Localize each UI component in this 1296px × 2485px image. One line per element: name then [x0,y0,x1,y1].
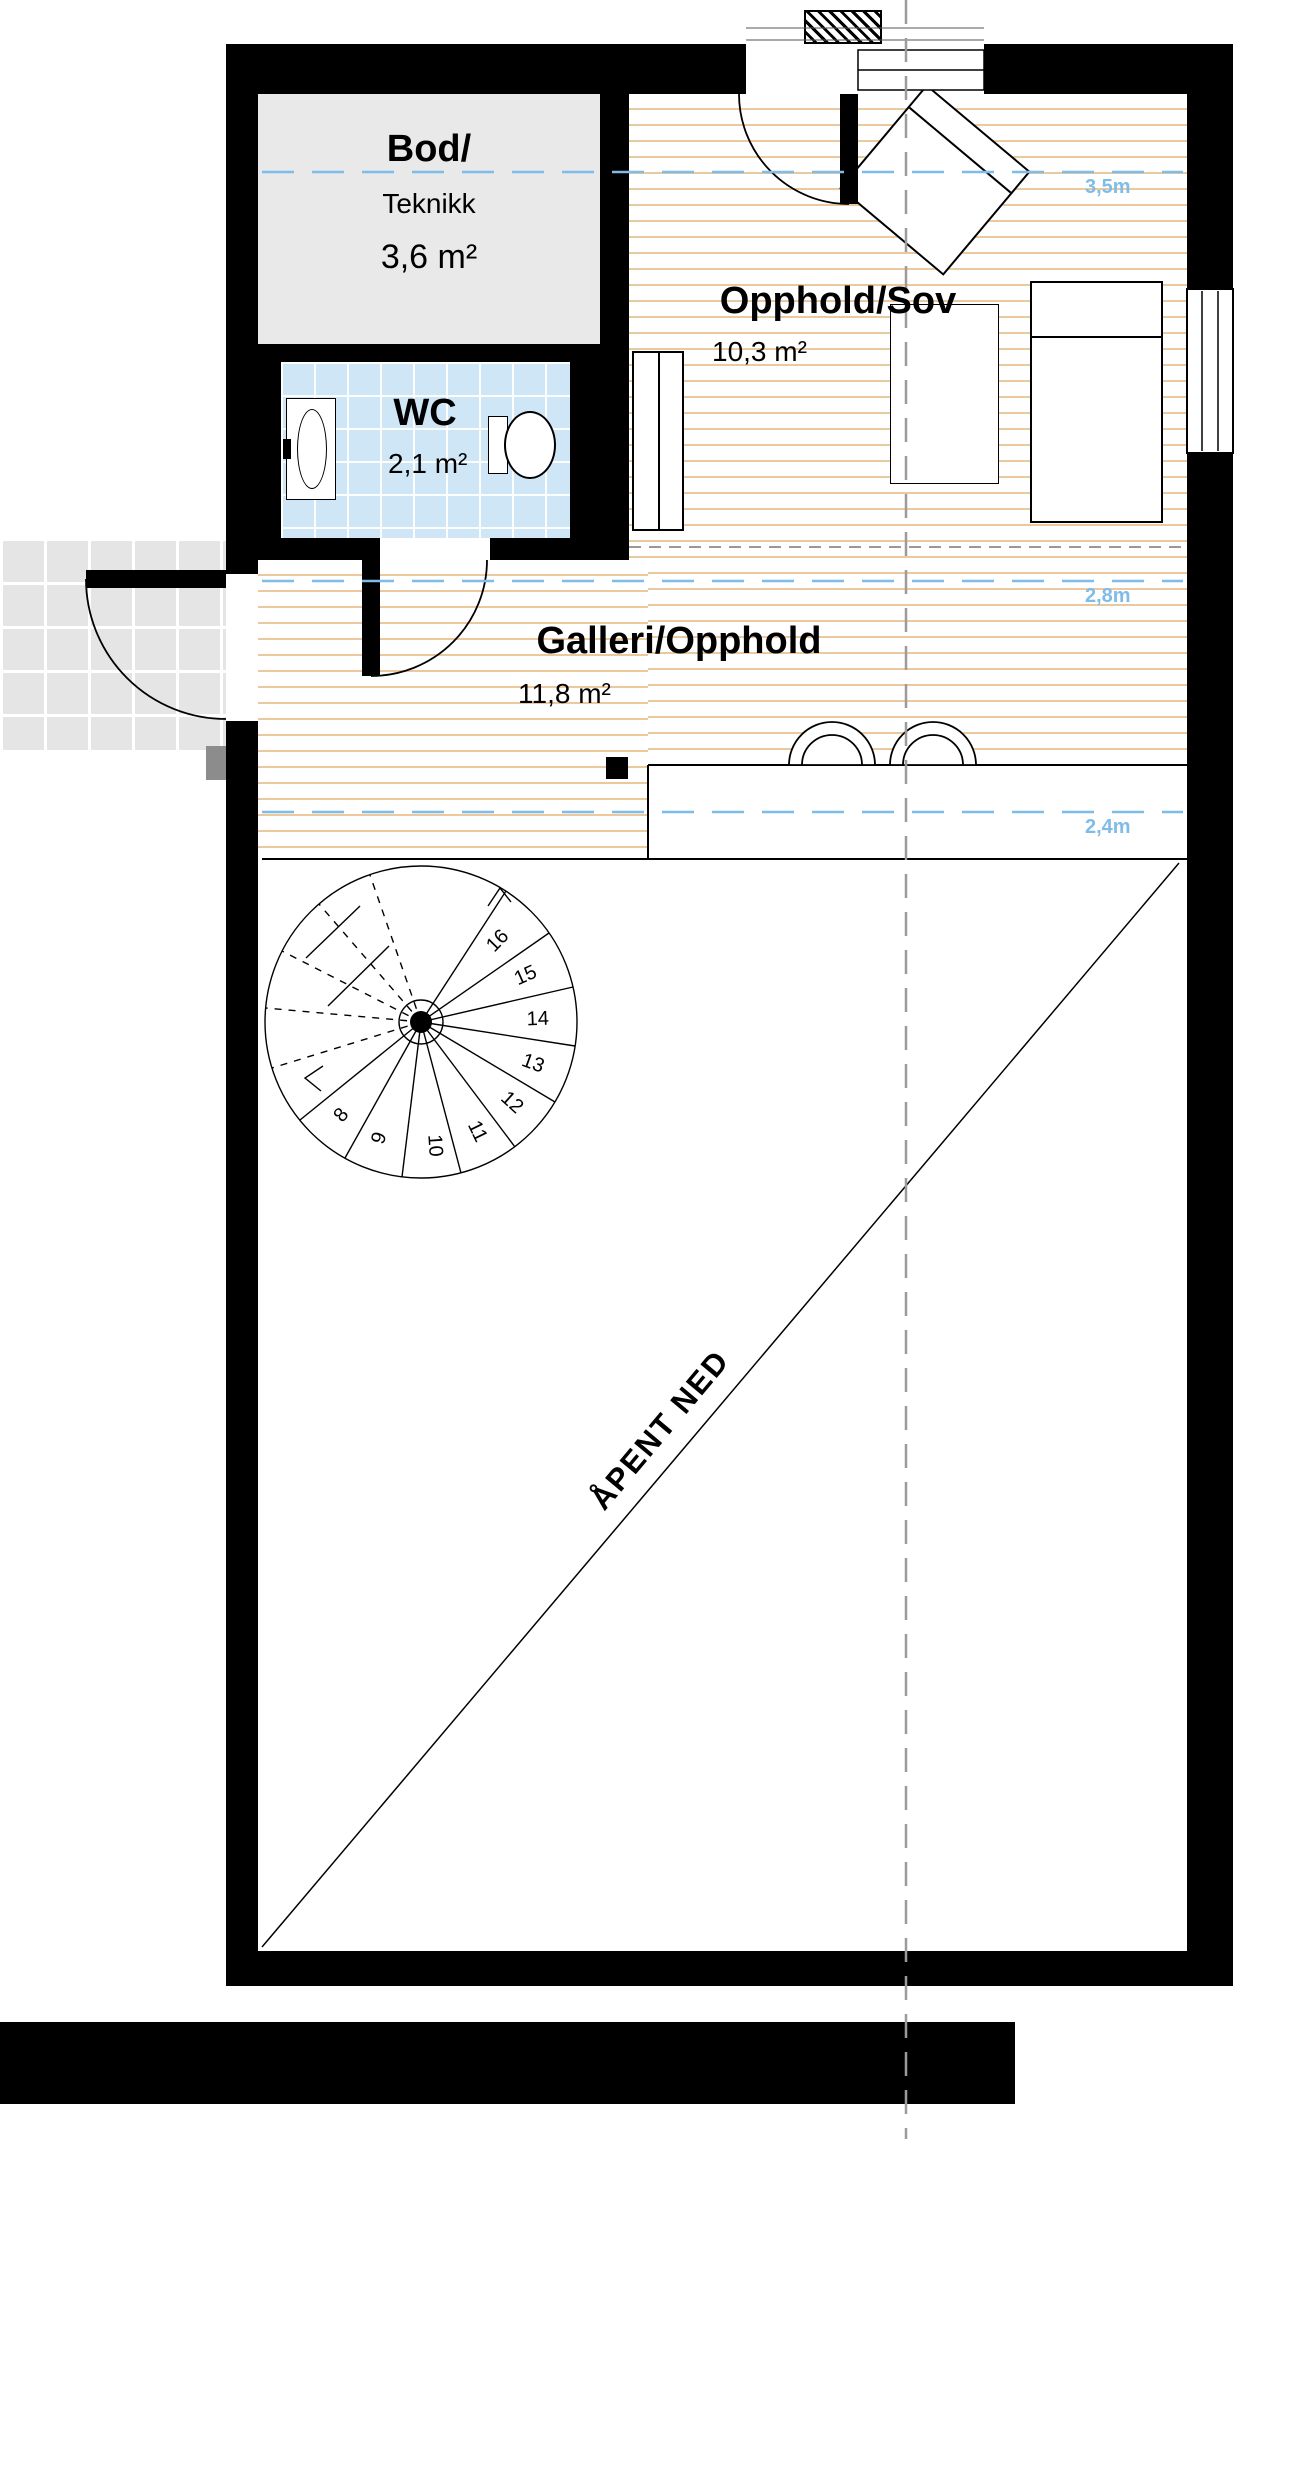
room-label-opphold: Opphold/Sov [719,280,957,322]
wall-wc-south-right [490,538,629,560]
room-bod-fill [258,94,600,344]
stair-outline [264,865,578,1179]
void-diagonal-line [261,862,1180,1948]
room-area-wc: 2,1 m² [388,448,468,479]
open-below-label: ÅPENT NED [582,1342,737,1517]
stair-pole-ring [398,999,444,1045]
wall-wc-south-left [258,538,380,560]
wc-sink-basin [297,409,327,489]
spiral-staircase: 8 9 10 11 12 13 14 15 16 [264,865,578,1179]
stair-step-numbers: 8 9 10 11 12 13 14 15 16 [329,925,549,1157]
entrance-door-leaf [86,570,226,588]
stair-step-label: 15 [511,961,540,990]
wall-right [1187,44,1233,1986]
wall-top-left [226,44,746,94]
height-label-24: 2,4m [1085,816,1131,838]
wall-left-lower [226,721,258,1986]
room-area-opphold: 10,3 m² [712,336,807,367]
room-sublabel-bod: Teknikk [382,188,476,219]
wc-toilet-bowl [504,411,556,479]
railing-post [606,757,628,779]
wall-left-upper [226,44,258,574]
stair-treads-dashed [265,874,422,1069]
stair-step-label: 12 [496,1087,527,1118]
wc-door-leaf [362,560,380,676]
stair-step-label: 11 [463,1117,492,1145]
stair-step-label: 13 [519,1049,547,1077]
height-label-28: 2,8m [1085,585,1131,607]
stair-step-label: 10 [423,1134,446,1158]
wc-sink-tap [283,439,291,459]
wall-bottom [226,1951,1233,1986]
height-label-35: 3,5m [1085,176,1131,198]
wc-sink [283,398,336,500]
wall-bod-right [600,94,629,362]
room-area-galleri: 11,8 m² [518,678,611,709]
balcony-door-leaf [840,94,858,204]
bed-pillow-line [1032,336,1161,338]
room-area-bod: 3,6 m² [380,238,478,276]
stair-step-label: 8 [329,1104,353,1127]
lower-floor-slab [0,2022,1015,2104]
stair-up-arrow [487,886,512,907]
room-label-wc: WC [393,392,457,434]
shelf [632,351,684,531]
wall-wc-right [570,362,629,560]
shelf-divider-line [658,353,660,529]
stair-step-label: 16 [482,925,513,956]
stair-treads-solid [299,890,576,1178]
stair-step-label: 9 [367,1129,391,1146]
table [890,304,999,484]
bed [1030,281,1163,523]
wall-bod-south [258,344,629,362]
chimney-vent [804,10,882,44]
top-window [857,49,985,91]
stair-step-label: 14 [526,1008,549,1031]
stair-pole [410,1011,432,1033]
wall-wc-left [258,362,281,560]
room-label-bod: Bod/ [386,128,472,170]
room-label-galleri: Galleri/Opphold [536,620,822,662]
stair-start-arrow [303,1065,324,1092]
stair-break-marks [305,905,390,1007]
